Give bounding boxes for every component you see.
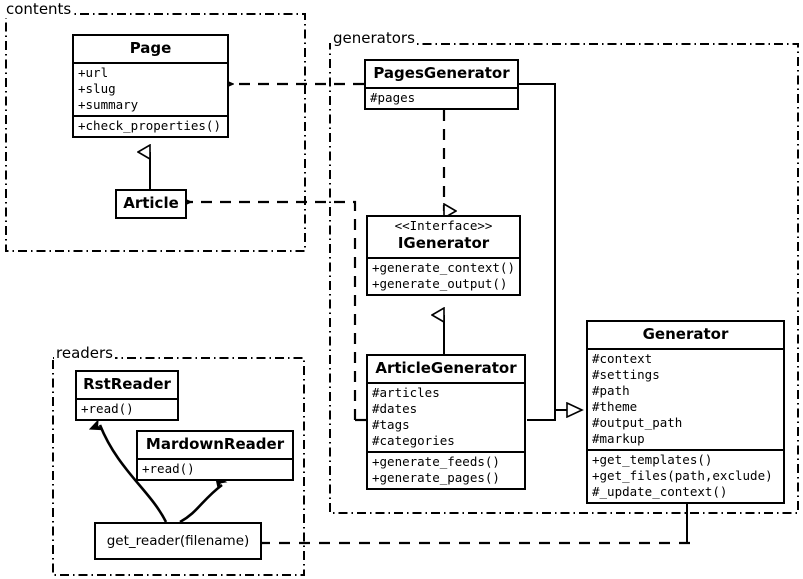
package-frame-readers — [52, 357, 305, 576]
attribute-slug: +slug — [78, 81, 116, 96]
edge-getreader-returns-rstreader — [88, 419, 168, 523]
class-title-pages-generator: PagesGenerator — [366, 61, 517, 89]
attribute-summary: +summary — [78, 97, 139, 112]
class-title-article: Article — [123, 194, 179, 212]
attribute-tags: #tags — [372, 417, 410, 432]
attribute-path: #path — [592, 383, 630, 398]
class-title-generator: Generator — [588, 322, 783, 350]
edge-generators-inherit-generator — [519, 83, 582, 421]
attribute-output-path: #output_path — [592, 415, 683, 430]
edge-getreader-returns-mardownreader — [179, 475, 228, 524]
class-box-igenerator[interactable]: <<Interface>> IGenerator +generate_conte… — [366, 215, 521, 296]
class-attributes-page: +url +slug +summary — [74, 64, 227, 117]
method-generate-pages: +generate_pages() — [372, 470, 500, 485]
class-box-mardown-reader[interactable]: MardownReader +read() — [136, 430, 294, 481]
edge-articlegenerator-uses-article — [190, 202, 366, 422]
method-get-files: +get_files(path,exclude) — [592, 468, 773, 483]
attribute-dates: #dates — [372, 401, 418, 416]
attribute-articles: #articles — [372, 385, 440, 400]
attribute-categories: #categories — [372, 433, 455, 448]
attribute-url: +url — [78, 65, 109, 80]
method-get-templates: +get_templates() — [592, 452, 713, 467]
function-label-get-reader: get_reader(filename) — [106, 533, 250, 549]
class-methods-igenerator: +generate_context() +generate_output() — [368, 259, 519, 294]
package-label-readers: readers — [54, 344, 115, 362]
package-frame-generators — [329, 43, 799, 514]
class-box-generator[interactable]: Generator #context #settings #path #them… — [586, 320, 785, 504]
class-title-page: Page — [74, 36, 227, 64]
class-attributes-article-generator: #articles #dates #tags #categories — [368, 384, 524, 453]
class-title-rst-reader: RstReader — [77, 372, 177, 400]
method-read-rst: +read() — [81, 401, 134, 416]
class-methods-page: +check_properties() — [74, 117, 227, 136]
class-methods-mardown-reader: +read() — [138, 460, 292, 479]
attribute-theme: #theme — [592, 399, 638, 414]
class-title-igenerator: IGenerator — [397, 234, 490, 252]
class-stereotype-igenerator: <<Interface>> — [394, 218, 493, 233]
class-box-pages-generator[interactable]: PagesGenerator #pages — [364, 59, 519, 110]
class-header-igenerator: <<Interface>> IGenerator — [368, 217, 519, 259]
attribute-context: #context — [592, 351, 653, 366]
class-box-article[interactable]: Article — [115, 189, 187, 219]
class-box-article-generator[interactable]: ArticleGenerator #articles #dates #tags … — [366, 354, 526, 490]
method-update-context: #_update_context() — [592, 484, 728, 499]
edge-generator-uses-getreader — [262, 500, 690, 543]
method-read-markdown: +read() — [142, 461, 195, 476]
method-generate-feeds: +generate_feeds() — [372, 454, 500, 469]
class-box-rst-reader[interactable]: RstReader +read() — [75, 370, 179, 421]
package-frame-contents — [5, 13, 306, 252]
attribute-pages: #pages — [370, 90, 416, 105]
class-methods-rst-reader: +read() — [77, 400, 177, 419]
class-title-mardown-reader: MardownReader — [138, 432, 292, 460]
class-attributes-pages-generator: #pages — [366, 89, 517, 108]
method-generate-context: +generate_context() — [372, 260, 515, 275]
class-methods-article-generator: +generate_feeds() +generate_pages() — [368, 453, 524, 488]
class-box-page[interactable]: Page +url +slug +summary +check_properti… — [72, 34, 229, 138]
class-title-article-generator: ArticleGenerator — [368, 356, 524, 384]
attribute-markup: #markup — [592, 431, 645, 446]
attribute-settings: #settings — [592, 367, 660, 382]
function-box-get-reader[interactable]: get_reader(filename) — [94, 522, 262, 560]
package-label-contents: contents — [4, 0, 74, 18]
method-generate-output: +generate_output() — [372, 276, 508, 291]
method-check-properties: +check_properties() — [78, 118, 221, 133]
class-attributes-generator: #context #settings #path #theme #output_… — [588, 350, 783, 451]
class-methods-generator: +get_templates() +get_files(path,exclude… — [588, 451, 783, 502]
package-label-generators: generators — [331, 29, 417, 47]
